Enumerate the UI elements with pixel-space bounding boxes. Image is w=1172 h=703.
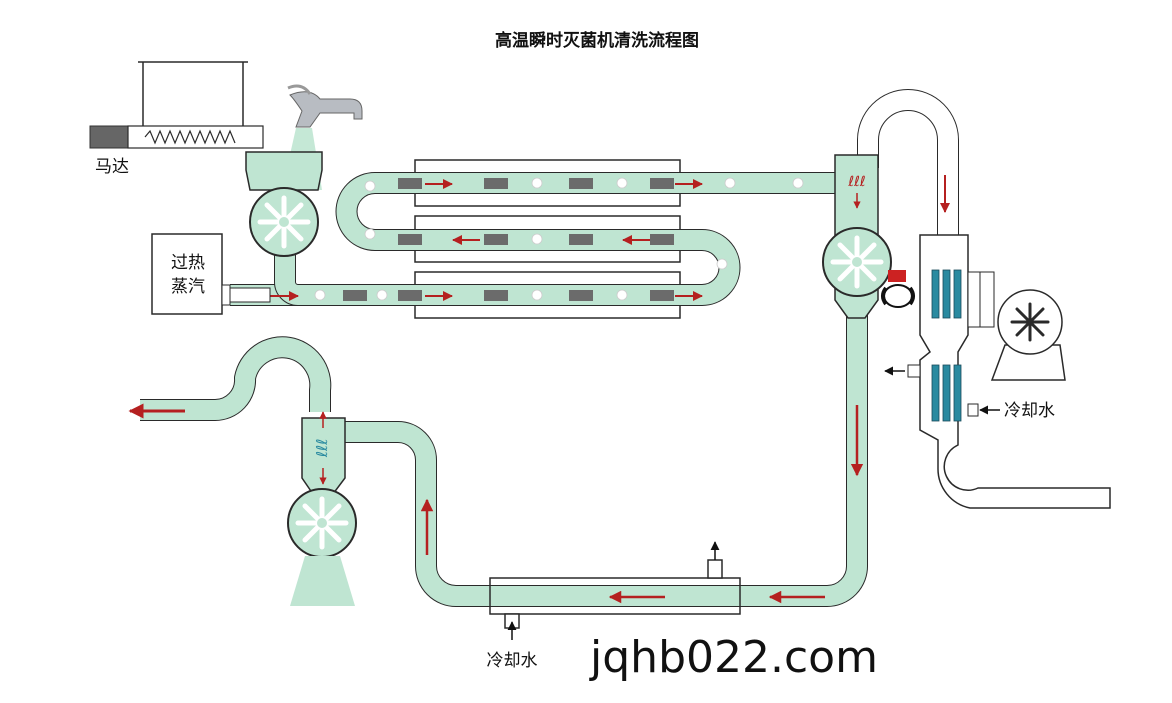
motor-shaft-housing — [127, 125, 264, 149]
watermark-text: jqhb022.com — [589, 632, 878, 683]
mixing-spiral — [144, 129, 236, 145]
motor-box — [89, 125, 129, 149]
feed-hopper — [245, 151, 323, 191]
left-separator-swirl: ℓℓℓ — [313, 439, 331, 459]
gray-block — [569, 178, 593, 189]
motor-assembly — [89, 61, 264, 149]
motor-label: 马达 — [95, 157, 129, 177]
valve-body — [881, 286, 915, 306]
feed-pump-fan-icon — [250, 188, 318, 256]
gray-block — [343, 290, 367, 301]
gray-block — [484, 234, 508, 245]
return-pipe — [345, 310, 868, 607]
faucet-icon — [287, 84, 363, 128]
return-flow-arrows — [420, 405, 864, 604]
vacuum-pump-coupling-2 — [979, 271, 995, 328]
vacuum-pump-impeller-icon — [1010, 302, 1050, 342]
steam-nozzle — [221, 284, 231, 306]
condenser-outlet-stub — [907, 364, 921, 378]
flash-vessel-swirl: ℓℓℓ — [847, 174, 865, 190]
steam-label-line2: 蒸汽 — [171, 277, 205, 297]
steam-label-line1: 过热 — [171, 253, 205, 273]
condenser-coils — [931, 269, 962, 422]
gray-block — [398, 178, 422, 189]
left-pump-fan-icon — [288, 489, 356, 557]
cooling-water-label-bottom: 冷却水 — [487, 651, 538, 671]
cooling-water-label-right: 冷却水 — [1004, 401, 1055, 421]
gray-block — [484, 290, 508, 301]
outlet-pipe — [140, 336, 332, 422]
gray-block — [569, 290, 593, 301]
valve-handle — [888, 270, 906, 282]
gray-block — [650, 290, 674, 301]
discharge-spray — [290, 556, 355, 606]
gray-block — [650, 178, 674, 189]
gray-block — [398, 290, 422, 301]
steam-injector — [229, 287, 271, 303]
gray-block — [484, 178, 508, 189]
vacuum-pump-fan-icon — [823, 228, 891, 296]
gray-block — [398, 234, 422, 245]
gray-block — [650, 234, 674, 245]
bottom-cooler-jacket — [489, 577, 741, 615]
cooler-outlet-stub — [707, 559, 723, 579]
gray-block — [569, 234, 593, 245]
superheated-steam-box — [151, 233, 223, 315]
diagram-title: 高温瞬时灭菌机清洗流程图 — [495, 30, 699, 51]
vacuum-valve — [883, 284, 913, 308]
mixing-tank — [138, 61, 248, 126]
condenser-loop — [857, 89, 959, 235]
pipe-gray-blocks — [343, 178, 674, 301]
serpentine-pipe — [230, 172, 850, 306]
cooling-water-inlet-stub — [967, 403, 979, 417]
